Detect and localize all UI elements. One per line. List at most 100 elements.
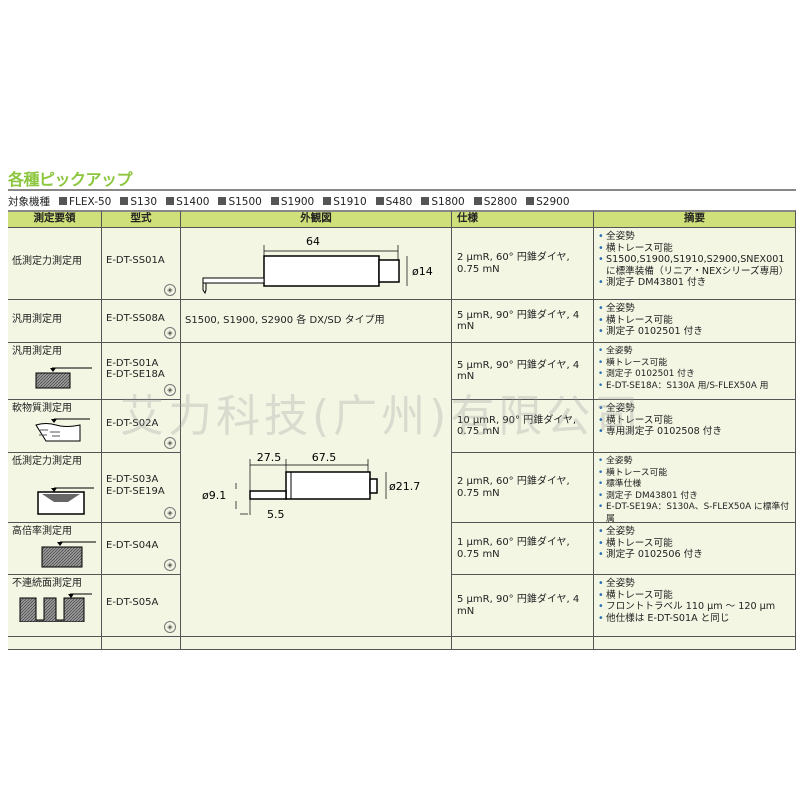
header-5: 摘要 — [594, 210, 796, 228]
specification: 5 μmR, 90° 円錐ダイヤ, 4 mN — [457, 359, 580, 383]
measurement-method: 汎用測定用 — [12, 313, 62, 325]
machine-item: S130 — [120, 196, 157, 208]
notes-list: 全姿勢横トレース可能測定子 0102501 付き — [598, 303, 791, 338]
machines-label: 対象機種 — [8, 196, 50, 208]
square-icon — [166, 196, 175, 205]
note-item: 全姿勢 — [598, 346, 791, 358]
dimension-body: 67.5 — [312, 451, 337, 464]
column-header: 摘要 — [684, 212, 705, 224]
specification: 2 μmR, 60° 円錐ダイヤ, 0.75 mN — [457, 476, 570, 499]
note-item: 全姿勢 — [598, 578, 791, 590]
machine-item: S2900 — [526, 195, 570, 208]
spec-cell: 5 μmR, 90° 円錐ダイヤ, 4 mN — [452, 300, 594, 343]
notes-list: 全姿勢横トレース可能標準仕様測定子 DM43801 付きE-DT-SE19A：S… — [598, 456, 791, 525]
spec-cell: 5 μmR, 90° 円錐ダイヤ, 4 mN — [452, 343, 594, 400]
model-cell: E-DT-S03A E-DT-SE19A◈ — [102, 453, 181, 523]
model-number: E-DT-S02A — [106, 417, 159, 429]
partial-row-cell — [594, 637, 796, 650]
specification: 5 μmR, 90° 円錐ダイヤ, 4 mN — [457, 594, 580, 617]
spec-cell: 2 μmR, 60° 円錐ダイヤ, 0.75 mN — [452, 453, 594, 523]
model-cell: E-DT-S02A ◈ — [102, 400, 181, 453]
note-item: 測定子 DM43801 付き — [598, 277, 791, 289]
column-header: 仕様 — [457, 211, 478, 224]
measurement-method: 軟物質測定用 — [12, 403, 72, 414]
notes-list: 全姿勢横トレース可能S1500,S1900,S1910,S2900,SNEX00… — [598, 231, 791, 289]
note-item: 横トレース可能 — [598, 243, 791, 255]
machine-name: S1900 — [280, 195, 315, 208]
note-item: 横トレース可能 — [598, 315, 791, 327]
machine-item: S1900 — [270, 195, 315, 208]
method-cell: 汎用測定用 — [8, 343, 102, 400]
specification: 10 μmR, 90° 円錐ダイヤ, 0.75 mN — [457, 414, 577, 438]
model-number: E-DT-SS01A — [106, 255, 165, 266]
machine-item: S1910 — [323, 195, 367, 208]
note-item: 全姿勢 — [598, 526, 791, 538]
partial-row-cell — [452, 637, 594, 650]
machine-name: FLEX-50 — [69, 195, 112, 208]
dimension-arm-diameter: ø9.1 — [202, 489, 226, 502]
square-icon — [59, 196, 67, 205]
model-number: E-DT-SS08A — [106, 312, 165, 324]
machine-name: S1910 — [333, 195, 367, 208]
square-icon — [526, 196, 535, 205]
note-item: 全姿勢 — [598, 456, 791, 468]
model-number: E-DT-S04A — [106, 540, 159, 551]
model-cell: E-DT-SS08A ◈ — [102, 300, 181, 343]
notes-list: 全姿勢横トレース可能測定子 0102501 付きE-DT-SE18A：S130A… — [598, 346, 791, 392]
3d-model-icon[interactable]: ◈ — [164, 559, 176, 571]
note-item: 横トレース可能 — [598, 590, 791, 602]
3d-model-icon[interactable]: ◈ — [164, 284, 176, 296]
spec-cell: 2 μmR, 60° 円錐ダイヤ, 0.75 mN — [452, 228, 594, 300]
square-icon — [473, 196, 482, 205]
notes-cell: 全姿勢横トレース可能測定子 0102506 付き — [594, 523, 796, 575]
model-cell: E-DT-SS01A ◈ — [102, 228, 181, 300]
note-item: 全姿勢 — [598, 403, 791, 415]
method-cell: 汎用測定用 — [8, 300, 102, 343]
notes-cell: 全姿勢横トレース可能測定子 0102501 付き — [594, 300, 796, 343]
method-cell: 高倍率測定用 — [8, 523, 102, 575]
square-icon — [421, 196, 430, 205]
note-item: 測定子 0102501 付き — [598, 369, 791, 381]
model-cell: E-DT-S05A ◈ — [102, 575, 181, 637]
spec-cell: 10 μmR, 90° 円錐ダイヤ, 0.75 mN — [452, 400, 594, 453]
notes-list: 全姿勢横トレース可能専用測定子 0102508 付き — [598, 403, 791, 438]
note-item: 横トレース可能 — [598, 468, 791, 480]
machine-name: S1500 — [228, 195, 262, 208]
3d-model-icon[interactable]: ◈ — [164, 621, 176, 633]
model-number: E-DT-S01A E-DT-SE18A — [106, 357, 165, 381]
model-number: E-DT-S05A — [106, 597, 159, 608]
3d-model-icon[interactable]: ◈ — [164, 437, 176, 449]
machine-name: S130 — [130, 195, 158, 208]
machine-item: S1800 — [421, 195, 465, 208]
notes-cell: 全姿勢横トレース可能標準仕様測定子 DM43801 付きE-DT-SE19A：S… — [594, 453, 796, 525]
dimension-offset: 5.5 — [267, 508, 285, 521]
machine-item: S1400 — [166, 196, 209, 208]
3d-model-icon[interactable]: ◈ — [164, 327, 176, 339]
note-item: 測定子 DM43801 付き — [598, 491, 791, 503]
square-icon — [375, 196, 384, 205]
dimension-arm: 27.5 — [257, 451, 282, 464]
method-cell: 低測定力測定用 — [8, 228, 102, 300]
machine-item: S2800 — [473, 196, 517, 208]
model-cell: E-DT-S01A E-DT-SE18A ◈ — [102, 343, 181, 400]
3d-model-icon[interactable]: ◈ — [164, 507, 176, 519]
spec-cell: 1 μmR, 60° 円錐ダイヤ, 0.75 mN — [452, 523, 594, 575]
measurement-method: 低測定力測定用 — [12, 256, 82, 267]
machine-name: S2900 — [536, 195, 570, 208]
machine-name: S1800 — [431, 195, 465, 208]
dimension-length: 64 — [306, 235, 320, 248]
notes-cell: 全姿勢横トレース可能専用測定子 0102508 付き — [594, 400, 796, 453]
3d-model-icon[interactable]: ◈ — [164, 384, 176, 396]
watermark: 艾力科技(广州)有限公司 — [120, 391, 643, 442]
note-item: E-DT-SE18A：S130A 用/S-FLEX50A 用 — [598, 381, 791, 393]
method-cell: 不連続面測定用 — [8, 575, 102, 637]
measurement-method: 汎用測定用 — [12, 346, 62, 357]
note-item: 測定子 0102506 付き — [598, 549, 791, 561]
notes-cell: 全姿勢横トレース可能測定子 0102501 付きE-DT-SE18A：S130A… — [594, 343, 796, 400]
column-header: 測定要領 — [33, 212, 76, 224]
measurement-method: 低測定力測定用 — [12, 456, 82, 467]
